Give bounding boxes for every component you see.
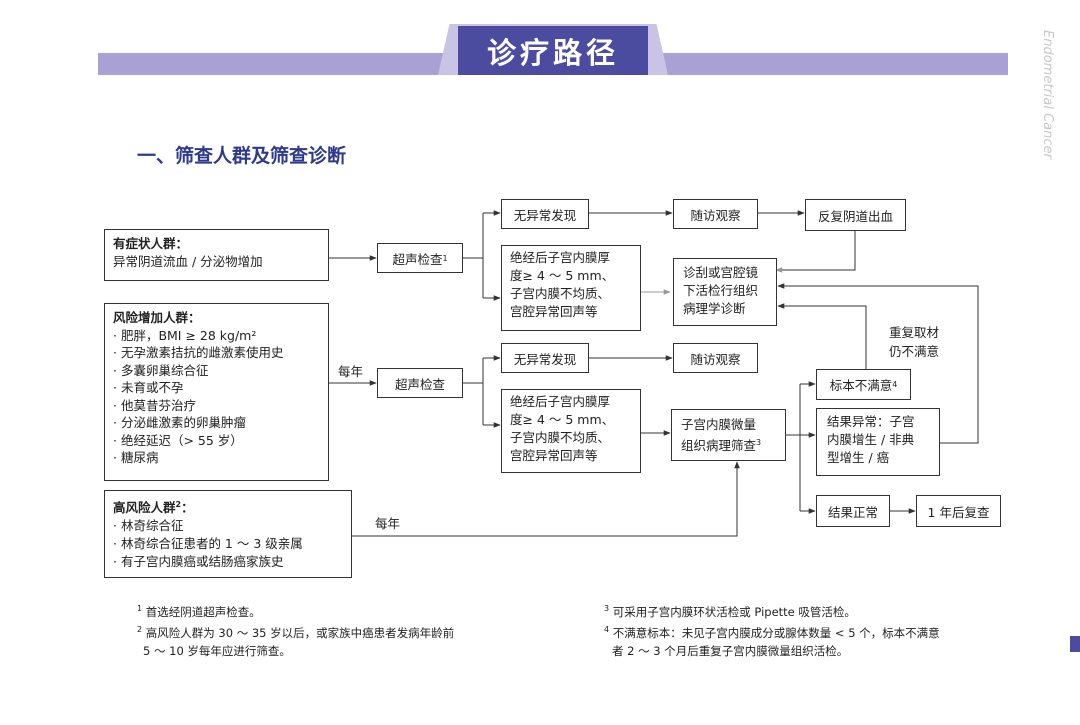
high-risk-group-box: 高风险人群2： · 林奇综合征 · 林奇综合征患者的 1 ～ 3 级亲属 · 有… [104,490,352,578]
high-risk-item: · 林奇综合征 [113,518,184,534]
follow-up-box-2: 随访观察 [673,343,758,373]
footnote-2-cont: 5 ～ 10 岁每年应进行筛查。 [143,643,291,658]
symptomatic-group-item: 异常阴道流血 / 分泌物增加 [113,254,263,269]
increased-risk-item: · 未育或不孕 [113,380,184,395]
increased-risk-item: · 糖尿病 [113,450,159,465]
increased-risk-item: · 无孕激素拮抗的雌激素使用史 [113,345,284,360]
increased-risk-group-box: 风险增加人群： · 肥胖，BMI ≥ 28 kg/m² · 无孕激素拮抗的雌激素… [104,303,329,481]
increased-risk-item: · 分泌雌激素的卵巢肿瘤 [113,415,246,430]
abnormal-result-box: 结果异常：子宫 内膜增生 / 非典 型增生 / 癌 [816,408,940,476]
increased-risk-group-title: 风险增加人群： [113,310,201,325]
yearly-label-1: 每年 [338,364,364,379]
footnote-1: 1 首选经阴道超声检查。 [137,604,261,619]
symptomatic-group-title: 有症状人群： [113,236,189,251]
footnote-2: 2 高风险人群为 30 ～ 35 岁以后，或家族中癌患者发病年龄前 [137,624,455,640]
footnote-4: 4 不满意标本：未见子宫内膜成分或腺体数量 < 5 个，标本不满意 [604,624,940,640]
high-risk-item: · 林奇综合征患者的 1 ～ 3 级亲属 [113,536,303,552]
follow-up-box-1: 随访观察 [673,199,758,229]
footnote-4-cont: 者 2 ～ 3 个月后重复子宫内膜微量组织活检。 [612,643,849,658]
footnotes-right: 3 可采用子宫内膜环状活检或 Pipette 吸管活检。 4 不满意标本：未见子… [604,600,940,660]
high-risk-group-title: 高风险人群2： [113,500,194,516]
increased-risk-item: · 绝经延迟（> 55 岁） [113,432,243,448]
no-abnormal-box-2: 无异常发现 [501,343,589,373]
yearly-label-2: 每年 [375,516,401,531]
no-abnormal-box-1: 无异常发现 [501,199,589,229]
normal-result-box: 结果正常 [816,495,890,527]
footnote-3: 3 可采用子宫内膜环状活检或 Pipette 吸管活检。 [604,604,856,619]
high-risk-item: · 有子宫内膜癌或结肠癌家族史 [113,554,284,570]
increased-risk-item: · 肥胖，BMI ≥ 28 kg/m² [113,327,257,343]
page-title: 诊疗路径 [458,26,648,75]
abnormal-findings-box-2: 绝经后子宫内膜厚 度≥ 4 ～ 5 mm、 子宫内膜不均质、 宫腔异常回声等 [501,389,641,473]
recheck-box: 1 年后复查 [916,495,1001,527]
page-edge-marker [1070,636,1080,652]
recurrent-bleeding-box: 反复阴道出血 [805,199,906,231]
section-title: 一、筛查人群及筛查诊断 [137,145,347,167]
increased-risk-item: · 他莫昔芬治疗 [113,397,196,413]
increased-risk-item: · 多囊卵巢综合征 [113,362,209,378]
resample-label: 重复取材 仍不满意 [889,325,940,359]
footnotes-left: 1 首选经阴道超声检查。 2 高风险人群为 30 ～ 35 岁以后，或家族中癌患… [137,600,454,660]
curettage-biopsy-box: 诊刮或宫腔镜 下活检行组织 病理学诊断 [673,258,777,326]
abnormal-findings-box-1: 绝经后子宫内膜厚 度≥ 4 ～ 5 mm、 子宫内膜不均质、 宫腔异常回声等 [501,245,641,331]
ultrasound-box-2: 超声检查 [377,368,463,398]
micro-biopsy-box: 子宫内膜微量 组织病理筛查3 [671,409,786,461]
symptomatic-group-box: 有症状人群： 异常阴道流血 / 分泌物增加 [104,229,329,281]
